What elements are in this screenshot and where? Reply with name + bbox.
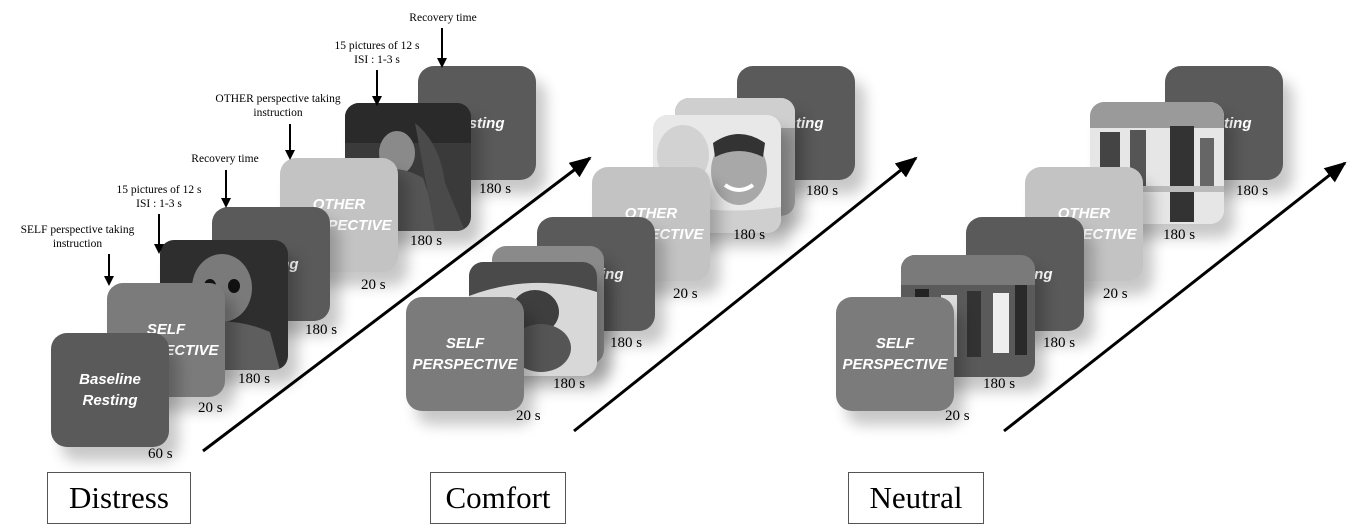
annotation-self-instruction: SELF perspective taking instruction bbox=[20, 224, 135, 250]
annotation-pictures-2: 15 pictures of 12 s ISI : 1-3 s bbox=[334, 40, 420, 66]
duration-other-instruction-neutral: 20 s bbox=[1103, 286, 1128, 302]
neutral-photo-station-image bbox=[1090, 102, 1224, 224]
condition-label-comfort: Comfort bbox=[430, 472, 566, 524]
duration-pictures-distress-other: 180 s bbox=[410, 233, 443, 249]
condition-label-neutral: Neutral bbox=[848, 472, 984, 524]
baseline-resting-card: Baseline Resting bbox=[51, 333, 169, 447]
duration-recovery-comfort-2: 180 s bbox=[806, 183, 839, 199]
duration-pictures-neutral-self: 180 s bbox=[983, 376, 1016, 392]
timeline-arrow-distress bbox=[202, 156, 592, 453]
duration-other-instruction-comfort: 20 s bbox=[673, 286, 698, 302]
duration-recovery-neutral-2: 180 s bbox=[1236, 183, 1269, 199]
duration-pictures-distress-self: 180 s bbox=[238, 371, 271, 387]
self-perspective-card-neutral: SELF PERSPECTIVE bbox=[836, 297, 954, 411]
duration-pictures-comfort-other: 180 s bbox=[733, 227, 766, 243]
timeline-arrow-comfort bbox=[573, 156, 918, 433]
self-perspective-card-comfort: SELF PERSPECTIVE bbox=[406, 297, 524, 411]
condition-label-distress: Distress bbox=[47, 472, 191, 524]
annotation-pictures-1: 15 pictures of 12 s ISI : 1-3 s bbox=[116, 184, 202, 210]
duration-recovery-comfort-1: 180 s bbox=[610, 335, 643, 351]
duration-self-instruction-comfort: 20 s bbox=[516, 408, 541, 424]
duration-self-instruction-distress: 20 s bbox=[198, 400, 223, 416]
neutral-photo-station bbox=[1090, 102, 1224, 224]
duration-recovery-neutral-1: 180 s bbox=[1043, 335, 1076, 351]
annotation-recovery-2: Recovery time bbox=[409, 12, 477, 24]
annotation-other-instruction: OTHER perspective taking instruction bbox=[215, 93, 341, 119]
duration-recovery-distress-1: 180 s bbox=[305, 322, 338, 338]
duration-pictures-neutral-other: 180 s bbox=[1163, 227, 1196, 243]
timeline-arrow-neutral bbox=[1003, 161, 1347, 433]
duration-baseline: 60 s bbox=[148, 446, 173, 462]
annotation-recovery-1: Recovery time bbox=[191, 153, 259, 165]
duration-recovery-distress-2: 180 s bbox=[479, 181, 512, 197]
duration-pictures-comfort-self: 180 s bbox=[553, 376, 586, 392]
duration-other-instruction-distress: 20 s bbox=[361, 277, 386, 293]
duration-self-instruction-neutral: 20 s bbox=[945, 408, 970, 424]
